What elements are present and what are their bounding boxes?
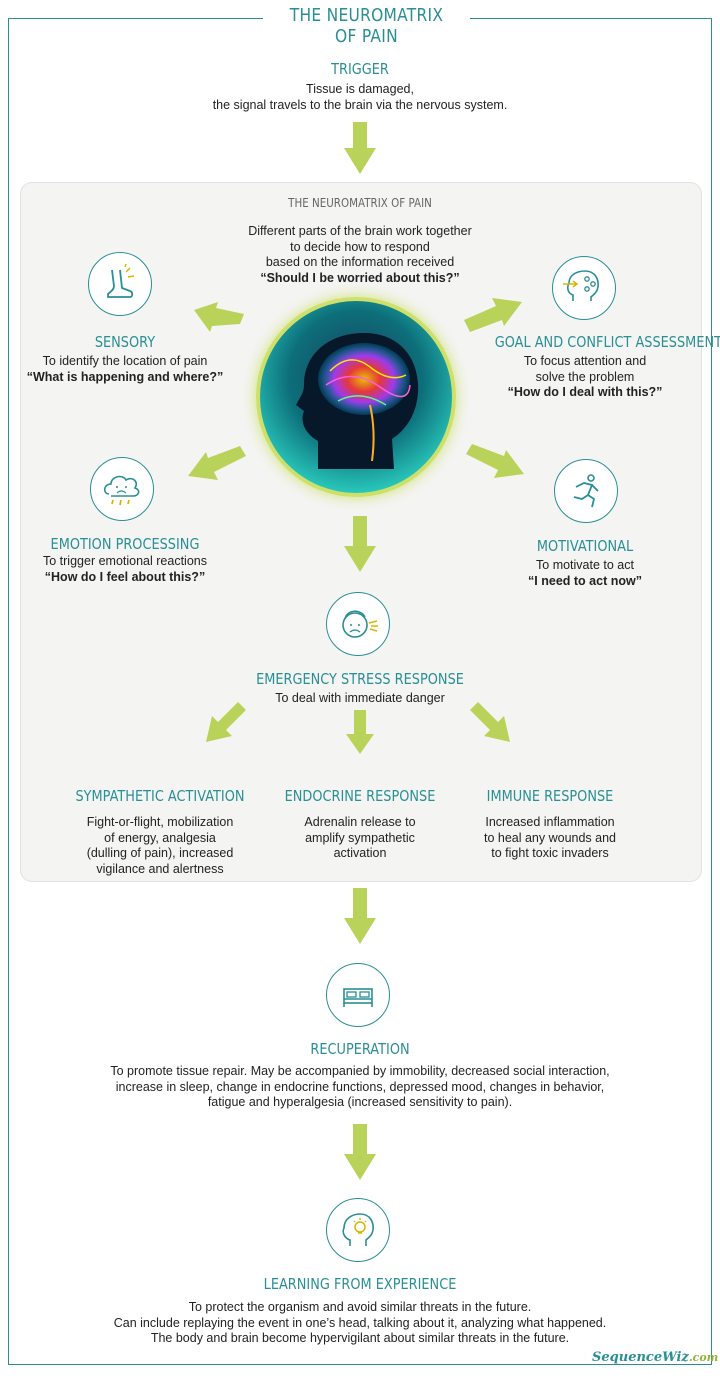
endocrine-heading: ENDOCRINE RESPONSE	[284, 787, 436, 805]
logo-suffix: .com	[688, 1351, 719, 1364]
emotion-heading: EMOTION PROCESSING	[50, 535, 200, 553]
frame-top-right	[470, 18, 711, 19]
emotion-text: To trigger emotional reactions “How do I…	[20, 554, 230, 585]
immune-line-2: to heal any wounds and	[483, 830, 617, 845]
outer-frame	[8, 18, 712, 1365]
neuromatrix-line-2: to decide how to respond	[290, 239, 430, 254]
learning-heading: LEARNING FROM EXPERIENCE	[263, 1275, 457, 1293]
arrow-down-1	[344, 122, 376, 174]
immune-line-3: to fight toxic invaders	[491, 846, 609, 860]
frame-top-left	[8, 18, 263, 19]
sympathetic-heading: SYMPATHETIC ACTIVATION	[75, 787, 245, 805]
emotion-question: “How do I feel about this?”	[44, 569, 206, 584]
learning-text: To protect the organism and avoid simila…	[0, 1300, 720, 1347]
neuromatrix-line-1: Different parts of the brain work togeth…	[248, 224, 472, 238]
logo-name: SequenceWiz	[592, 1350, 689, 1365]
neuromatrix-line-3: based on the information received	[265, 255, 455, 269]
brain-head-image	[256, 297, 456, 497]
runner-icon	[554, 459, 618, 523]
learning-line-2: Can include replaying the event in one’s…	[113, 1315, 607, 1330]
immune-text: Increased inflammation to heal any wound…	[450, 815, 650, 862]
recuperation-line-1: To promote tissue repair. May be accompa…	[110, 1064, 610, 1078]
head-idea-icon	[326, 1198, 390, 1262]
page-title: THE NEUROMATRIX OF PAIN	[289, 5, 444, 47]
arrow-down-4	[344, 1124, 376, 1180]
sensory-text: To identify the location of pain “What i…	[20, 354, 230, 385]
goal-heading: GOAL AND CONFLICT ASSESSMENT	[494, 333, 720, 351]
arrow-to-immune	[470, 702, 510, 742]
sympathetic-text: Fight-or-flight, mobilization of energy,…	[60, 815, 260, 877]
storm-cloud-icon	[90, 457, 154, 521]
immune-heading: IMMUNE RESPONSE	[486, 787, 614, 805]
learning-line-3: The body and brain become hypervigilant …	[150, 1331, 570, 1345]
sympathetic-line-3: (dulling of pain), increased	[86, 846, 234, 860]
brain-flow-icon	[552, 256, 616, 320]
arrow-to-endocrine	[346, 710, 374, 754]
emergency-heading: EMERGENCY STRESS RESPONSE	[256, 670, 464, 688]
arrow-to-motivational	[466, 444, 524, 478]
arrow-to-emotion	[188, 446, 246, 480]
endocrine-text: Adrenalin release to amplify sympathetic…	[260, 815, 460, 862]
sensory-question: “What is happening and where?”	[26, 369, 224, 384]
motivational-line-1: To motivate to act	[536, 558, 634, 572]
panel-title: THE NEUROMATRIX OF PAIN	[288, 196, 432, 210]
trigger-text: Tissue is damaged, the signal travels to…	[0, 82, 720, 113]
neuromatrix-intro: Different parts of the brain work togeth…	[0, 224, 720, 286]
sympathetic-line-1: Fight-or-flight, mobilization	[86, 815, 234, 829]
trigger-heading: TRIGGER	[331, 60, 389, 78]
arrow-to-goal	[464, 298, 522, 332]
sensory-heading: SENSORY	[94, 333, 156, 351]
recuperation-line-2: increase in sleep, change in endocrine f…	[115, 1079, 605, 1094]
sequencewiz-logo: SequenceWiz.com	[592, 1350, 718, 1365]
endocrine-line-1: Adrenalin release to	[304, 815, 416, 829]
sensory-line-1: To identify the location of pain	[42, 354, 208, 368]
goal-line-1: To focus attention and	[523, 354, 647, 368]
endocrine-line-2: amplify sympathetic	[305, 830, 415, 845]
trigger-line-1: Tissue is damaged,	[306, 82, 414, 96]
arrow-to-sensory	[194, 302, 244, 332]
motivational-question: “I need to act now”	[528, 573, 642, 588]
arrow-down-3	[344, 888, 376, 944]
learning-line-1: To protect the organism and avoid simila…	[188, 1300, 532, 1314]
recuperation-text: To promote tissue repair. May be accompa…	[0, 1064, 720, 1111]
immune-line-1: Increased inflammation	[485, 815, 615, 829]
motivational-heading: MOTIVATIONAL	[536, 537, 634, 555]
motivational-text: To motivate to act “I need to act now”	[480, 558, 690, 589]
foot-icon	[88, 252, 152, 316]
goal-question: “How do I deal with this?”	[507, 385, 663, 399]
recuperation-heading: RECUPERATION	[310, 1040, 410, 1058]
stressed-face-icon	[326, 592, 390, 656]
emotion-line-1: To trigger emotional reactions	[43, 554, 207, 568]
trigger-line-2: the signal travels to the brain via the …	[212, 97, 508, 112]
sympathetic-line-4: vigilance and alertness	[96, 861, 224, 876]
goal-text: To focus attention and solve the problem…	[480, 354, 690, 401]
arrow-down-2	[344, 516, 376, 572]
sympathetic-line-2: of energy, analgesia	[104, 830, 216, 845]
goal-line-2: solve the problem	[535, 369, 635, 384]
endocrine-line-3: activation	[333, 846, 387, 860]
recuperation-line-3: fatigue and hyperalgesia (increased sens…	[207, 1095, 513, 1109]
arrow-to-sympathetic	[206, 702, 246, 742]
emergency-text: To deal with immediate danger	[275, 691, 445, 705]
bed-icon	[326, 963, 390, 1027]
neuromatrix-question: “Should I be worried about this?”	[260, 270, 460, 285]
